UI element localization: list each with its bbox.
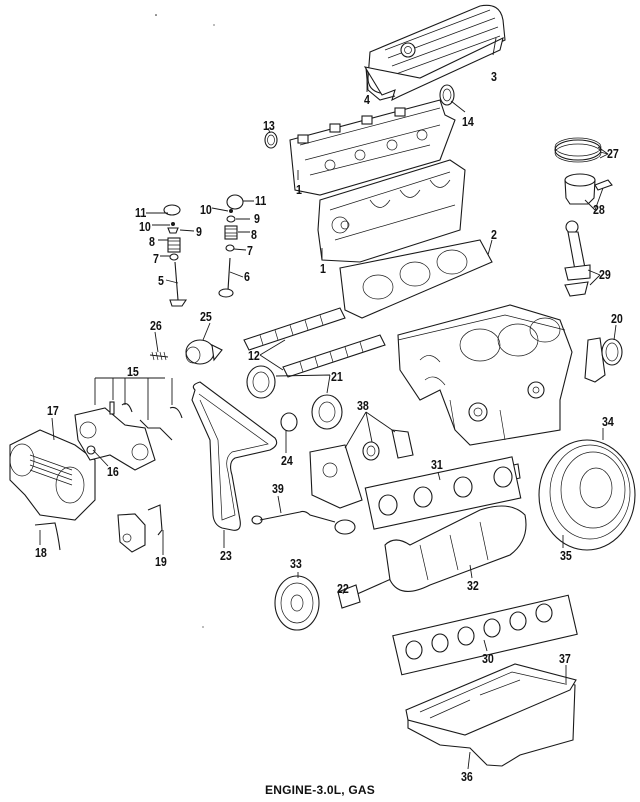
diagram-title: ENGINE-3.0L, GAS — [265, 783, 375, 797]
callout-27-piston-rings[interactable]: 27 — [607, 146, 619, 161]
callout-1-upper-head[interactable]: 1 — [296, 182, 302, 197]
callout-37-oil-pan-gasket[interactable]: 37 — [559, 651, 571, 666]
connecting-rod-drawing — [564, 220, 591, 297]
rod-bearings-drawing — [364, 456, 522, 530]
callout-35-flex-plate[interactable]: 35 — [560, 548, 572, 563]
callout-21-cam-sprocket[interactable]: 21 — [331, 369, 343, 384]
callout-30-main-bearings[interactable]: 30 — [482, 651, 494, 666]
callout-10-keeper-right[interactable]: 10 — [200, 202, 212, 217]
seal-13-drawing — [264, 131, 278, 149]
oil-pump-drawing — [309, 429, 414, 509]
camshaft-lower-drawing — [282, 334, 386, 378]
callout-7-valve-seal-left[interactable]: 7 — [153, 251, 159, 266]
callout-9-retainer-left[interactable]: 9 — [196, 224, 202, 239]
callout-29-conn-rod[interactable]: 29 — [599, 267, 611, 282]
valve-cover-drawing — [363, 4, 506, 102]
piston-rings-drawing — [554, 137, 602, 163]
seal-14-drawing — [439, 84, 455, 106]
camshaft-upper-drawing — [243, 307, 346, 351]
callout-28-piston[interactable]: 28 — [593, 202, 605, 217]
timing-cover-gaskets-drawing — [109, 401, 183, 441]
valve-train-left-drawing — [163, 204, 188, 307]
callout-32-crankshaft[interactable]: 32 — [467, 578, 479, 593]
callout-9-retainer-right[interactable]: 9 — [254, 211, 260, 226]
callout-7-valve-seal-right[interactable]: 7 — [247, 243, 253, 258]
cylinder-head-lower-drawing — [317, 159, 466, 263]
timing-back-plate-drawing — [74, 407, 156, 471]
cam-sprocket-drawing — [246, 365, 343, 430]
crank-pulley-drawing — [274, 575, 320, 631]
oil-pickup-drawing — [251, 510, 356, 535]
callout-5-exhaust-valve[interactable]: 5 — [158, 273, 164, 288]
callout-12-camshaft[interactable]: 12 — [248, 348, 260, 363]
callout-1-lower-head[interactable]: 1 — [320, 261, 326, 276]
callout-8-valve-spring-right[interactable]: 8 — [251, 227, 257, 242]
piston-drawing — [564, 173, 613, 205]
callout-10-keeper-left[interactable]: 10 — [139, 219, 151, 234]
callout-8-valve-spring-left[interactable]: 8 — [149, 234, 155, 249]
callout-18-cover-gasket[interactable]: 18 — [35, 545, 47, 560]
callout-22-crank-sprocket[interactable]: 22 — [337, 581, 349, 596]
engine-block-drawing — [397, 304, 573, 446]
callout-31-rod-bearings[interactable]: 31 — [431, 457, 443, 472]
callout-17-timing-cover[interactable]: 17 — [47, 403, 59, 418]
leader-lines — [39, 37, 617, 770]
callout-34-flywheel[interactable]: 34 — [602, 414, 614, 429]
main-bearings-drawing — [392, 594, 578, 676]
oil-pan-drawing — [405, 663, 577, 767]
tensioner-spring-drawing — [149, 351, 169, 361]
belt-tensioner-drawing — [185, 339, 223, 365]
callout-2-head-gasket[interactable]: 2 — [491, 227, 497, 242]
callout-16-seal[interactable]: 16 — [107, 464, 119, 479]
callout-20-rear-seal[interactable]: 20 — [611, 311, 623, 326]
valve-train-right-drawing — [218, 194, 244, 298]
callout-33-crank-pulley[interactable]: 33 — [290, 556, 302, 571]
cylinder-head-upper-drawing — [289, 99, 456, 196]
head-gasket-drawing — [339, 239, 493, 319]
callout-13-cam-seal[interactable]: 13 — [263, 118, 275, 133]
callout-36-oil-pan[interactable]: 36 — [461, 769, 473, 784]
timing-belt-drawing — [191, 381, 278, 531]
callout-23-timing-belt[interactable]: 23 — [220, 548, 232, 563]
callout-19-tensioner-gasket[interactable]: 19 — [155, 554, 167, 569]
callout-39-pickup[interactable]: 39 — [272, 481, 284, 496]
callout-26-tensioner-spring[interactable]: 26 — [150, 318, 162, 333]
idler-pulley-drawing — [280, 412, 298, 432]
callout-6-intake-valve[interactable]: 6 — [244, 269, 250, 284]
flywheel-drawing — [538, 439, 636, 551]
callout-11-bucket-left[interactable]: 11 — [135, 205, 147, 220]
crankshaft-drawing — [354, 505, 527, 596]
callout-24-idler[interactable]: 24 — [281, 453, 293, 468]
callout-25-tensioner[interactable]: 25 — [200, 309, 212, 324]
callout-3-valve-cover[interactable]: 3 — [491, 69, 497, 84]
callout-14-cam-seal[interactable]: 14 — [462, 114, 474, 129]
timing-cover-drawing — [9, 429, 96, 521]
timing-cover-lower-gasket-drawing — [34, 522, 61, 551]
callout-4-valve-cover-gasket[interactable]: 4 — [364, 92, 370, 107]
rear-seal-retainer-drawing — [584, 337, 623, 383]
callout-15-gaskets[interactable]: 15 — [127, 364, 139, 379]
crank-sprocket-drawing — [337, 584, 361, 609]
tensioner-bracket-drawing — [117, 504, 163, 553]
callout-11-bucket-right[interactable]: 11 — [255, 193, 267, 208]
callout-38-oil-pump[interactable]: 38 — [357, 398, 369, 413]
